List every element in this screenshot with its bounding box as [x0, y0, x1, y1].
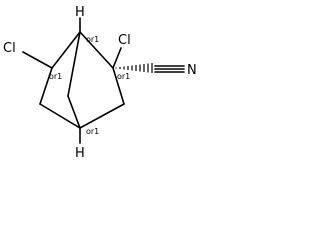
stereo-label-c-top: or1 [86, 35, 99, 44]
bond-c-top-bridge [67, 31, 81, 97]
atom-h-top: H [75, 5, 85, 20]
stereo-label-c-left: or1 [49, 72, 62, 81]
atom-cl-left: Cl [3, 41, 16, 56]
atom-h-bottom: H [75, 146, 85, 161]
atom-n-nitrile: N [187, 63, 197, 78]
bond-ch2-right-c-right [112, 67, 125, 105]
atom-cl-right: Cl [118, 33, 131, 48]
bond-c-left-ch2 [39, 67, 53, 105]
stereo-label-c-bottom: or1 [86, 127, 99, 136]
bond-c-left-cl [22, 51, 53, 69]
stereo-label-c-right: or1 [117, 72, 130, 81]
bond-c-left-c-top [51, 31, 81, 69]
bond-c-right-cl [112, 47, 122, 69]
hashed-wedge-bond [115, 63, 153, 73]
bond-c-bottom-ch2-right [79, 103, 125, 129]
structure-diagram: Cl Cl H H N or1 or1 or1 or1 [3, 5, 197, 161]
bonds [22, 17, 185, 144]
bond-bridge-c-bottom [67, 95, 81, 129]
bond-c-top-c-right [79, 31, 114, 69]
bond-ch2-c-bottom [39, 103, 81, 129]
